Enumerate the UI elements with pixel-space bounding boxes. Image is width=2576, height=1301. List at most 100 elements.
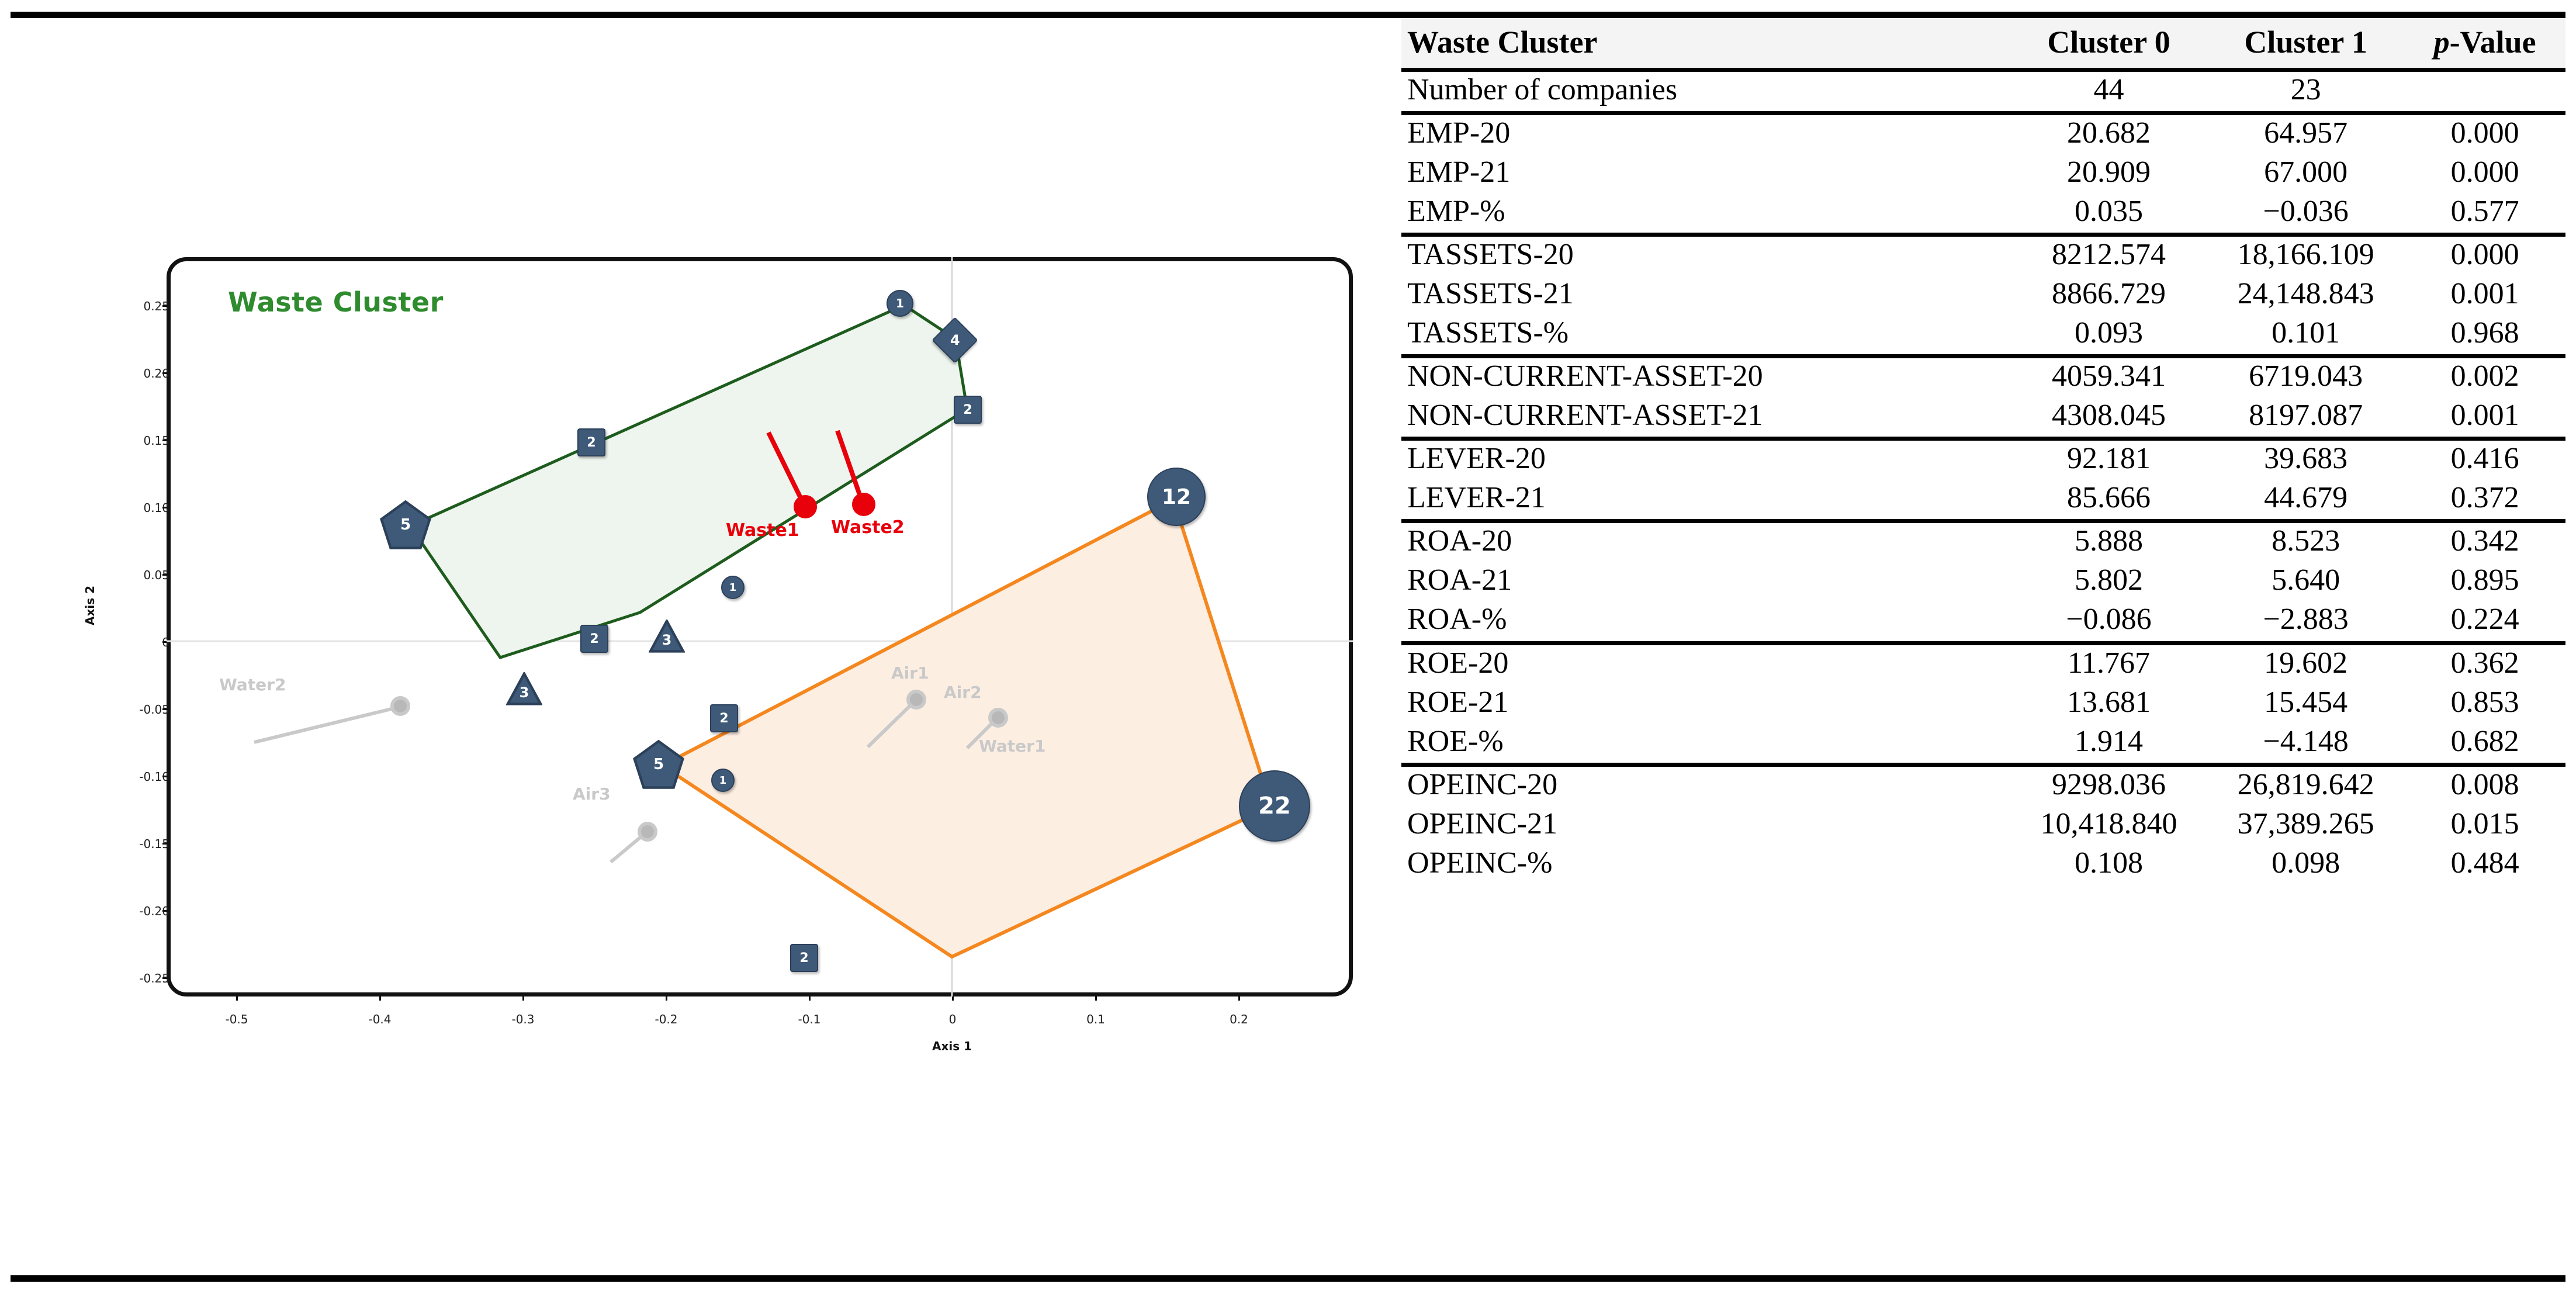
cell-p-value: 0.682 <box>2404 723 2565 767</box>
cell-p-value: 0.416 <box>2450 442 2519 476</box>
cell-cluster-0: 5.802 <box>2075 563 2144 597</box>
row-label: OPEINC-20 <box>1407 767 1558 801</box>
cell-cluster-0: 20.909 <box>2067 155 2151 189</box>
cell-p-value: 0.895 <box>2450 563 2519 597</box>
cell-cluster-0: 4308.045 <box>2010 397 2208 441</box>
marker-green-circle-1[interactable]: 1 <box>887 290 913 317</box>
cell-cluster-1: 8.523 <box>2272 524 2340 558</box>
row-label: TASSETS-% <box>1401 315 2010 359</box>
cell-p-value: 0.224 <box>2404 601 2565 645</box>
marker-green-triangle-3a[interactable]: 3 <box>649 620 685 653</box>
top-rule <box>11 12 2565 18</box>
row-label: OPEINC-21 <box>1407 807 1558 840</box>
cell-cluster-1: −2.883 <box>2207 601 2405 645</box>
ytick-6: -0.05 <box>139 703 169 717</box>
marker-green-square-2a[interactable]: 2 <box>954 396 982 424</box>
plot-title: Waste Cluster <box>228 286 444 318</box>
axis-label-x: Axis 1 <box>932 1039 972 1053</box>
ytick-5: 0 <box>117 635 169 649</box>
scatter-figure: Waste Cluster Axis 2 0.25 0.20 0.15 0.10… <box>18 35 1362 1262</box>
cell-p-value: 0.000 <box>2450 155 2519 189</box>
header-waste-cluster: Waste Cluster <box>1401 11 2010 72</box>
ytick-0: 0.25 <box>143 299 169 313</box>
ytick-3: 0.10 <box>143 501 169 515</box>
p-italic: p <box>2433 25 2450 60</box>
cell-cluster-1: 0.101 <box>2207 315 2405 359</box>
cell-p-value: 0.000 <box>2450 116 2519 150</box>
cell-p-value: 0.362 <box>2450 646 2519 680</box>
ytick-8: -0.15 <box>139 837 169 851</box>
cell-p-value <box>2404 70 2565 116</box>
cell-cluster-1: −0.036 <box>2207 193 2405 237</box>
cell-cluster-1: 15.454 <box>2264 685 2348 719</box>
cell-cluster-0: 9298.036 <box>2052 767 2166 801</box>
row-label: EMP-20 <box>1407 116 1511 150</box>
cell-cluster-1: 8197.087 <box>2207 397 2405 441</box>
waste-vectors <box>766 430 875 518</box>
marker-green-circle-1b[interactable]: 1 <box>721 576 745 599</box>
ytick-7: -0.10 <box>139 770 169 784</box>
marker-orange-pentagon-5[interactable]: 5 <box>633 739 684 790</box>
marker-orange-square-2b[interactable]: 2 <box>790 944 818 972</box>
cell-p-value: 0.342 <box>2450 524 2519 558</box>
row-label: LEVER-20 <box>1407 442 1546 476</box>
marker-green-pentagon-5[interactable]: 5 <box>380 500 431 550</box>
row-label: ROA-20 <box>1407 524 1512 558</box>
p-rest: -Value <box>2449 25 2536 60</box>
row-label: TASSETS-20 <box>1407 238 1574 272</box>
header-cluster-0: Cluster 0 <box>2010 11 2208 72</box>
marker-green-square-2c[interactable]: 2 <box>580 625 608 653</box>
marker-orange-square-2a[interactable]: 2 <box>710 704 738 732</box>
cell-cluster-0: 4059.341 <box>2052 359 2166 393</box>
waste-cluster-stats-table: Waste Cluster Cluster 0 Cluster 1 p-Valu… <box>1401 11 2565 884</box>
cell-cluster-0: 0.093 <box>2010 315 2208 359</box>
variable-vectors <box>254 690 1008 864</box>
plot-canvas <box>167 257 1353 996</box>
xtick-7: 0.2 <box>1230 1012 1248 1026</box>
marker-orange-circle-22[interactable]: 22 <box>1239 770 1310 842</box>
marker-orange-circle-12[interactable]: 12 <box>1147 468 1206 526</box>
marker-orange-circle-1[interactable]: 1 <box>711 769 735 792</box>
cell-p-value: 0.000 <box>2450 238 2519 272</box>
row-label: ROA-21 <box>1407 563 1512 597</box>
marker-green-square-2b[interactable]: 2 <box>577 428 605 456</box>
cell-p-value: 0.372 <box>2404 480 2565 524</box>
cell-cluster-1: 19.602 <box>2264 646 2348 680</box>
marker-green-triangle-3b[interactable]: 3 <box>506 672 542 706</box>
xtick-0: -0.5 <box>225 1012 248 1026</box>
cluster-orange-hull <box>659 497 1273 959</box>
variable-label-air1: Air1 <box>891 663 929 683</box>
cell-p-value: 0.015 <box>2450 807 2519 840</box>
highlight-label-waste1: Waste1 <box>726 520 799 541</box>
cell-p-value: 0.577 <box>2404 193 2565 237</box>
cell-cluster-1: 37,389.265 <box>2237 807 2374 840</box>
cell-cluster-0: 13.681 <box>2067 685 2151 719</box>
row-label: ROE-% <box>1401 723 2010 767</box>
cell-cluster-0: 1.914 <box>2010 723 2208 767</box>
xtick-2: -0.3 <box>511 1012 535 1026</box>
cell-cluster-0: 8212.574 <box>2052 238 2166 272</box>
row-label: OPEINC-% <box>1407 846 1553 880</box>
row-label: Number of companies <box>1401 70 2010 116</box>
row-label: LEVER-21 <box>1401 480 2010 524</box>
variable-label-water2: Water2 <box>219 675 286 694</box>
row-label: EMP-21 <box>1407 155 1511 189</box>
table-header-row: Waste Cluster Cluster 0 Cluster 1 p-Valu… <box>1401 11 2565 72</box>
